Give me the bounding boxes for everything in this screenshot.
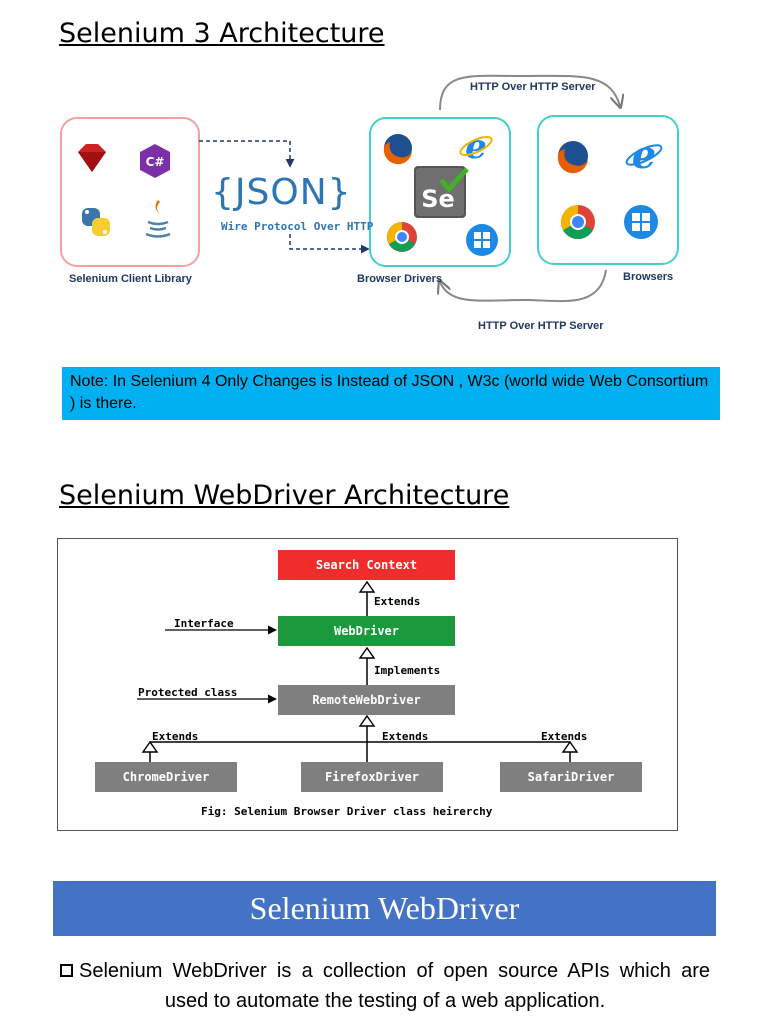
ie-driver-icon: e xyxy=(459,127,493,167)
firefox-driver-box: FirefoxDriver xyxy=(301,762,443,792)
firefox-driver-icon xyxy=(383,134,412,165)
browsers-panel xyxy=(537,115,679,265)
extends-label-mid: Extends xyxy=(382,730,429,743)
client-library-label: Selenium Client Library xyxy=(69,273,192,285)
ie-browser-icon: e xyxy=(625,132,663,177)
json-label: {JSON} xyxy=(211,172,352,213)
browser-drivers-label: Browser Drivers xyxy=(357,273,442,285)
selenium-webdriver-banner: Selenium WebDriver xyxy=(53,881,716,936)
chrome-driver-icon xyxy=(387,222,417,252)
interface-label: Interface xyxy=(174,617,234,630)
webdriver-class-diagram-lines xyxy=(137,580,579,762)
svg-text:e: e xyxy=(632,132,656,177)
firefox-browser-icon xyxy=(557,141,588,174)
implements-label: Implements xyxy=(374,664,441,677)
extends-label-right: Extends xyxy=(541,730,588,743)
chrome-driver-box: ChromeDriver xyxy=(95,762,237,792)
note-box: Note: In Selenium 4 Only Changes is Inst… xyxy=(62,367,720,420)
section-title-webdriver-architecture: Selenium WebDriver Architecture xyxy=(59,480,510,511)
diagram-caption: Fig: Selenium Browser Driver class heire… xyxy=(201,805,493,818)
http-top-label: HTTP Over HTTP Server xyxy=(470,81,596,93)
search-context-box: Search Context xyxy=(278,550,455,580)
svg-text:e: e xyxy=(465,127,487,167)
checkbox-bullet-icon xyxy=(60,964,73,977)
selenium3-architecture-diagram: C# e e Se xyxy=(60,74,679,303)
webdriver-box: WebDriver xyxy=(278,616,455,646)
extends-label-left: Extends xyxy=(152,730,199,743)
http-top-arrow xyxy=(439,74,620,110)
http-bottom-label: HTTP Over HTTP Server xyxy=(478,320,604,332)
protected-class-label: Protected class xyxy=(138,686,238,699)
browsers-label: Browsers xyxy=(623,271,674,283)
python-icon xyxy=(82,208,110,236)
windows-browser-icon xyxy=(624,205,658,239)
wire-protocol-label: Wire Protocol Over HTTP xyxy=(221,220,374,233)
remote-webdriver-box: RemoteWebDriver xyxy=(278,685,455,715)
selenium-logo-icon: Se xyxy=(414,166,469,218)
section-title-selenium3: Selenium 3 Architecture xyxy=(59,18,385,49)
http-bottom-arrow xyxy=(440,269,607,303)
windows-driver-icon xyxy=(466,224,498,256)
client-library-panel xyxy=(60,117,200,267)
extends-label-top: Extends xyxy=(374,595,421,608)
chrome-browser-icon xyxy=(561,205,595,240)
bullet-paragraph: Selenium WebDriver is a collection of op… xyxy=(60,956,710,1016)
ruby-icon xyxy=(78,144,106,172)
java-icon xyxy=(145,200,171,238)
webdriver-diagram-frame xyxy=(57,538,678,831)
bullet-text: Selenium WebDriver is a collection of op… xyxy=(79,960,710,1012)
safari-driver-box: SafariDriver xyxy=(500,762,642,792)
csharp-icon: C# xyxy=(140,144,170,178)
svg-text:C#: C# xyxy=(146,155,165,169)
